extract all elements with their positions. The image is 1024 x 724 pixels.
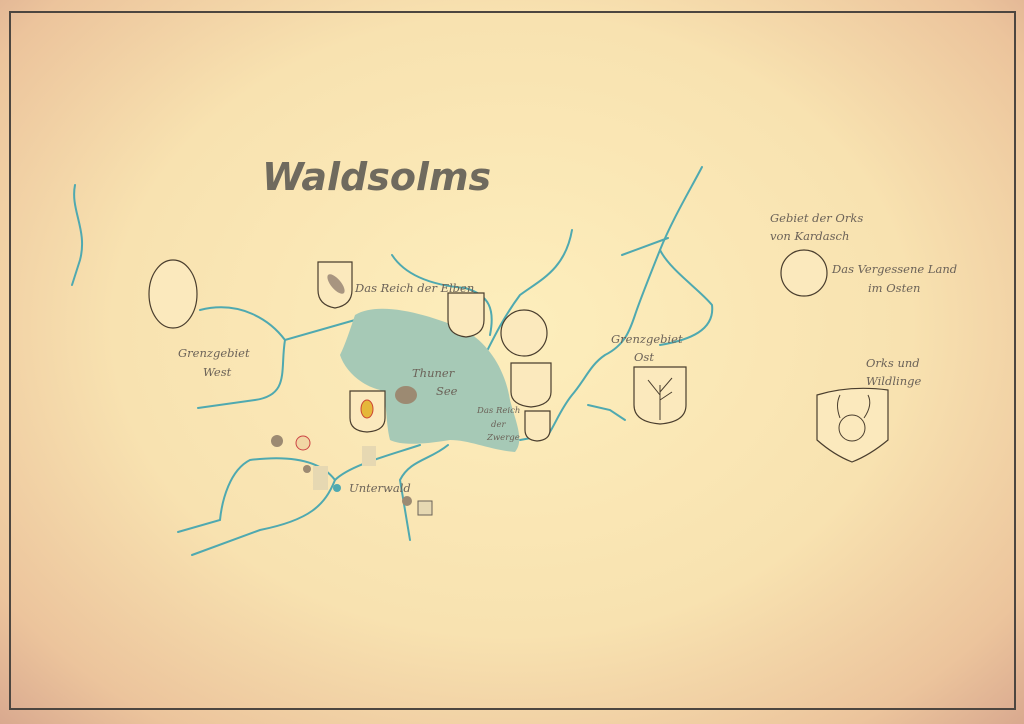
skull-icon <box>838 414 866 442</box>
river <box>71 184 84 286</box>
labels: Das Reich der Elben Grenzgebiet West Thu… <box>178 211 957 495</box>
label-unterwald: Unterwald <box>349 481 411 495</box>
river <box>177 457 336 533</box>
town-crest <box>313 466 328 490</box>
label-orcs: Orks und <box>866 356 920 370</box>
town-marker <box>333 484 341 492</box>
horns-icon <box>837 394 871 419</box>
label-west: Grenzgebiet <box>178 346 250 360</box>
crest-dwarves-mountain[interactable] <box>524 410 551 442</box>
river <box>621 237 669 256</box>
river <box>659 249 714 346</box>
label-dwarves: Das Reich <box>476 406 520 416</box>
label-dwarves: der <box>491 420 506 430</box>
label-lake: Thuner <box>412 366 456 380</box>
river <box>197 339 286 409</box>
label-orcs: Wildlinge <box>866 374 921 388</box>
town-marker <box>303 465 311 473</box>
label-forgotten-land: Das Vergessene Land <box>831 262 957 276</box>
crest-kardasch-skull[interactable] <box>780 249 828 297</box>
river <box>398 444 449 541</box>
crest-dwarves-anvil[interactable] <box>510 362 552 408</box>
river <box>587 404 626 421</box>
island <box>395 386 417 404</box>
rivers <box>71 166 714 556</box>
label-east: Grenzgebiet <box>611 332 683 346</box>
label-kardasch: von Kardasch <box>770 229 849 243</box>
crest-west <box>148 259 198 329</box>
crest-emblem <box>360 399 374 419</box>
tree-icon <box>647 377 673 420</box>
river <box>391 254 493 336</box>
river <box>484 229 573 356</box>
label-lake: See <box>436 384 458 398</box>
thuner-see-lake <box>340 308 520 452</box>
town-marker <box>271 435 283 447</box>
label-west: West <box>203 365 232 379</box>
river <box>519 166 703 441</box>
map-border <box>9 11 1016 710</box>
label-dwarves: Zwerge <box>486 433 520 443</box>
label-elves: Das Reich der Elben <box>354 281 474 295</box>
label-forgotten-land: im Osten <box>868 281 920 295</box>
town-crest <box>417 500 433 516</box>
town-marker <box>402 496 412 506</box>
crests <box>148 249 889 516</box>
town-crest <box>295 435 311 451</box>
town-crest <box>362 446 376 466</box>
crest-plant[interactable] <box>500 309 548 357</box>
map-title: Waldsolms <box>262 155 491 199</box>
label-east: Ost <box>634 350 654 364</box>
river <box>199 306 356 342</box>
leaf-icon <box>327 274 345 294</box>
crest-elves-branch[interactable] <box>447 292 485 338</box>
label-kardasch: Gebiet der Orks <box>770 211 863 225</box>
crest-orcs-skull[interactable] <box>816 387 889 463</box>
